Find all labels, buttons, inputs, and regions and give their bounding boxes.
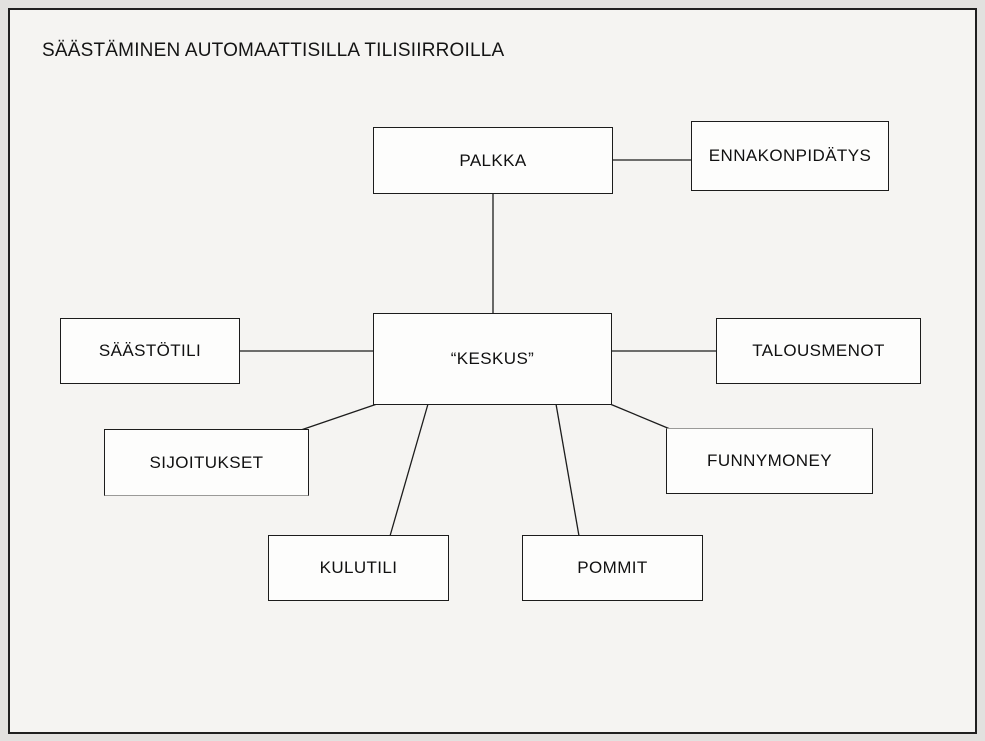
node-keskus: “KESKUS”	[373, 313, 612, 405]
node-label: TALOUSMENOT	[752, 341, 885, 360]
node-ennakonpidatys: ENNAKONPIDÄTYS	[691, 121, 889, 191]
node-label: “KESKUS”	[450, 349, 535, 368]
node-saastotili: SÄÄSTÖTILI	[60, 318, 240, 384]
node-label: ENNAKONPIDÄTYS	[708, 146, 872, 165]
node-talousmenot: TALOUSMENOT	[716, 318, 921, 384]
node-funnymoney: FUNNYMONEY	[666, 428, 873, 494]
edge-keskus-kulutili	[389, 403, 429, 537]
edge-keskus-pommit	[555, 403, 580, 537]
node-sijoitukset: SIJOITUKSET	[104, 429, 309, 496]
edge-keskus-sijoitukset	[300, 403, 378, 431]
node-label: PALKKA	[459, 150, 527, 170]
node-label: POMMIT	[577, 558, 648, 577]
node-label: FUNNYMONEY	[707, 451, 832, 470]
node-label: SÄÄSTÖTILI	[98, 341, 202, 360]
node-label: SIJOITUKSET	[149, 452, 264, 472]
node-kulutili: KULUTILI	[268, 535, 449, 601]
edge-keskus-funnymoney	[609, 403, 671, 430]
node-pommit: POMMIT	[522, 535, 703, 601]
node-palkka: PALKKA	[373, 127, 613, 194]
diagram-title: SÄÄSTÄMINEN AUTOMAATTISILLA TILISIIRROIL…	[42, 40, 505, 61]
node-label: KULUTILI	[319, 558, 398, 577]
